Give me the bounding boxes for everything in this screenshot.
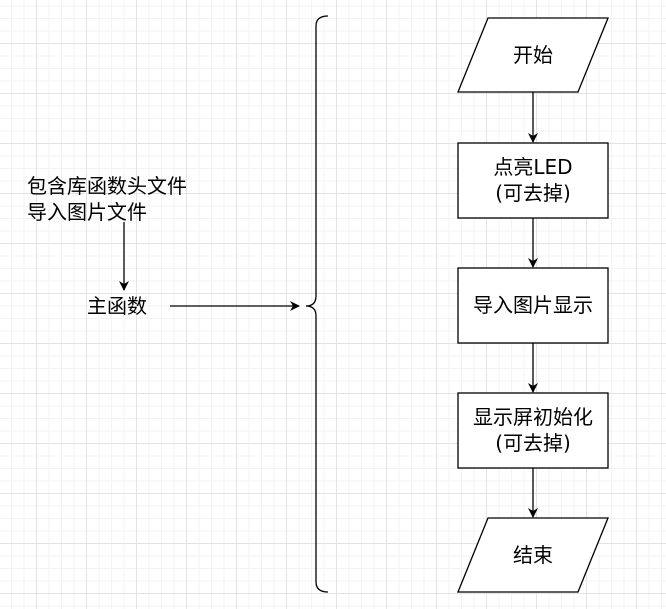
left-note: 包含库函数头文件 导入图片文件	[27, 173, 187, 225]
led-label-line2: (可去掉)	[495, 181, 571, 205]
start-shape[interactable]	[457, 17, 609, 93]
led-label-line1: 点亮LED	[493, 155, 573, 179]
end-shape[interactable]	[457, 517, 609, 593]
led-label: 点亮LED (可去掉)	[493, 154, 572, 206]
init-label-line1: 显示屏初始化	[473, 405, 593, 429]
init-label-line2: (可去掉)	[495, 431, 571, 455]
start-label-text: 开始	[513, 43, 553, 67]
main-function-label[interactable]: 主函数	[87, 294, 147, 318]
end-label-text: 结束	[513, 543, 553, 567]
init-label: 显示屏初始化 (可去掉)	[473, 404, 593, 456]
end-label: 结束	[513, 542, 553, 568]
image-shape[interactable]	[457, 267, 609, 344]
curly-brace[interactable]	[305, 15, 329, 593]
image-label-text: 导入图片显示	[473, 293, 593, 317]
left-note-line1: 包含库函数头文件	[27, 174, 187, 198]
init-shape[interactable]	[457, 392, 609, 469]
left-note-line2: 导入图片文件	[27, 200, 147, 224]
image-label: 导入图片显示	[473, 292, 593, 318]
start-label: 开始	[513, 42, 553, 68]
led-shape[interactable]	[457, 142, 609, 219]
